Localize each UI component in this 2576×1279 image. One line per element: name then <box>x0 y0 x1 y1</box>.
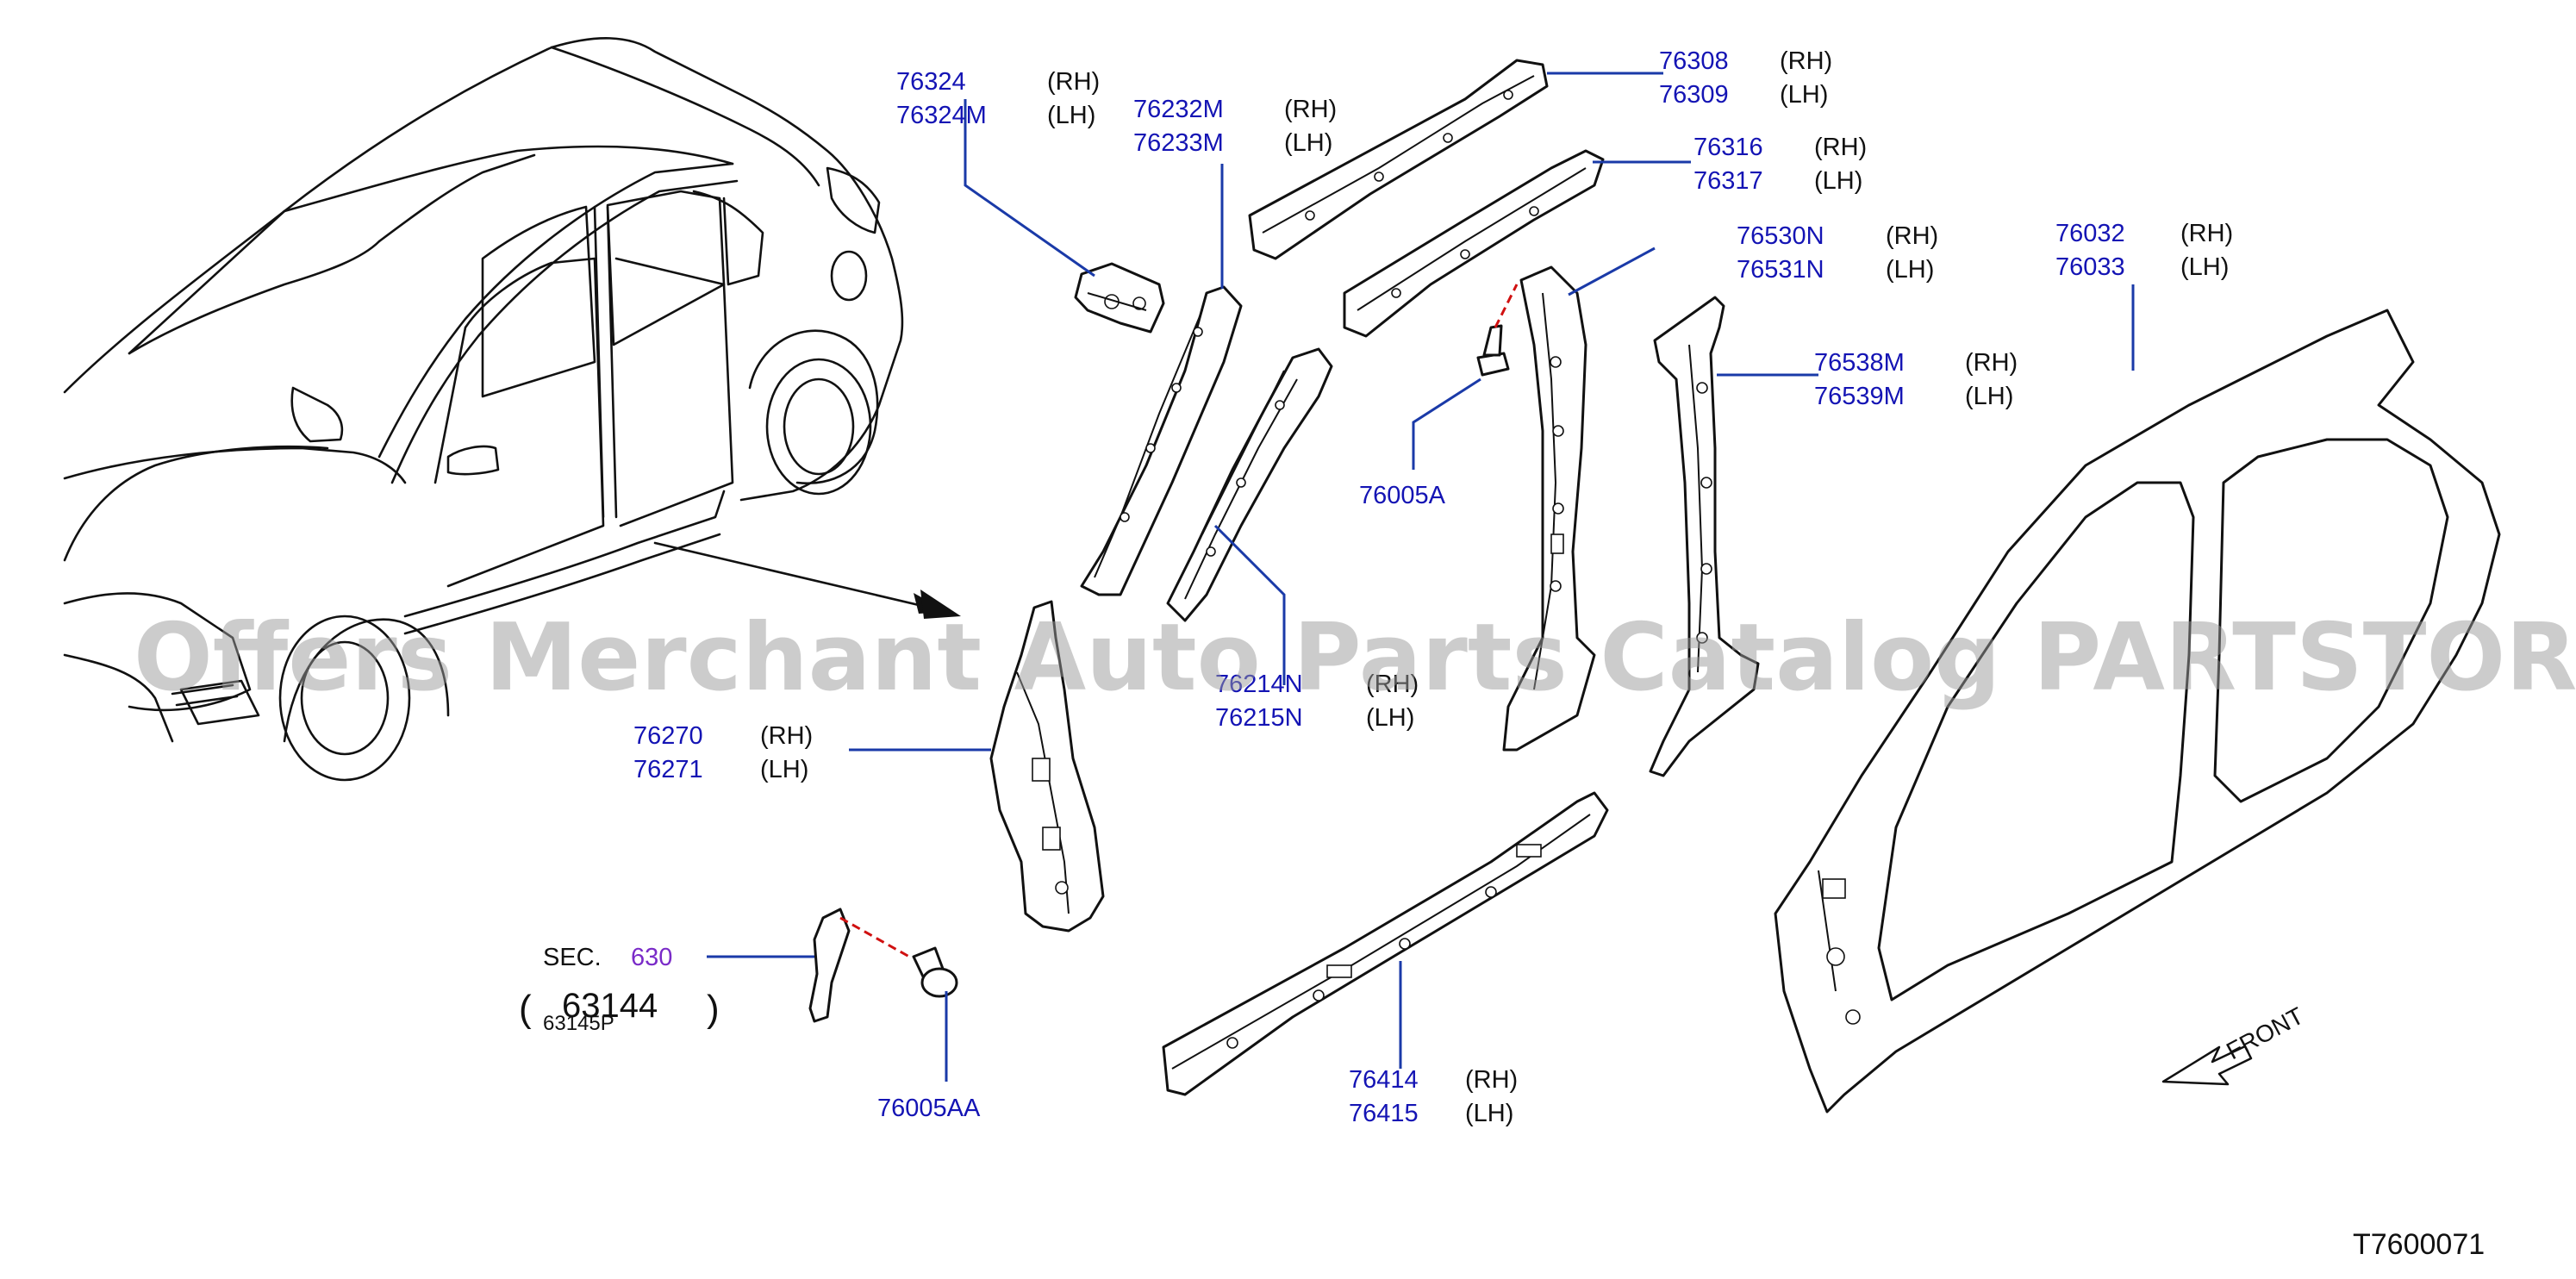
part-number-lh[interactable]: 76317 <box>1693 167 1763 195</box>
part-number-rh[interactable]: 76538M <box>1814 349 1905 377</box>
part-number-lh[interactable]: 76033 <box>2055 253 2125 281</box>
bolt-76005A[interactable] <box>1476 324 1510 377</box>
side-lh: (LH) <box>1814 167 1862 195</box>
callout-76214N: 76214N 76215N (RH) (LH) <box>1215 671 1419 732</box>
side-lh: (LH) <box>760 756 808 783</box>
callout-76316: 76316 76317 (RH) (LH) <box>1693 134 1867 195</box>
callout-76530N: 76530N 76531N (RH) (LH) <box>1737 222 1938 284</box>
side-lh: (LH) <box>1284 129 1332 157</box>
part-number-rh[interactable]: 76324 <box>896 68 966 96</box>
part-76032-body-side[interactable] <box>1774 309 2501 1114</box>
side-lh: (LH) <box>1465 1100 1513 1127</box>
paren-open: ( <box>519 988 532 1030</box>
part-number-lh[interactable]: 76415 <box>1349 1100 1419 1127</box>
part-76316-roof-rail-inner[interactable] <box>1343 149 1605 338</box>
front-indicator: FRONT <box>2161 1002 2308 1086</box>
side-rh: (RH) <box>1366 671 1419 698</box>
callout-76032: 76032 76033 (RH) (LH) <box>2055 220 2233 281</box>
part-number-63144: 63144 <box>562 987 658 1025</box>
callout-76324: 76324 76324M (RH) (LH) <box>896 68 1100 129</box>
side-rh: (RH) <box>1814 134 1867 161</box>
diagram-code: T7600071 <box>2353 1228 2485 1261</box>
part-number-rh[interactable]: 76308 <box>1659 47 1729 75</box>
part-76232M-pillar-inner[interactable] <box>1080 285 1243 596</box>
side-rh: (RH) <box>1780 47 1832 75</box>
section-reference: SEC. 630 ( 63144 63145P ) <box>519 944 720 1035</box>
part-number-lh[interactable]: 76215N <box>1215 704 1303 732</box>
part-number-rh[interactable]: 76032 <box>2055 220 2125 247</box>
part-number-lh[interactable]: 76233M <box>1133 129 1224 157</box>
part-76270-hinge-pillar[interactable] <box>989 600 1105 933</box>
front-label: FRONT <box>2222 1002 2308 1065</box>
part-number-rh[interactable]: 76232M <box>1133 96 1224 123</box>
paren-close: ) <box>707 988 720 1030</box>
bolt-76005AA[interactable] <box>912 946 958 998</box>
side-rh: (RH) <box>1465 1066 1518 1094</box>
part-number-lh[interactable]: 76309 <box>1659 81 1729 109</box>
callout-76414: 76414 76415 (RH) (LH) <box>1349 1066 1518 1127</box>
part-number-rh[interactable]: 76270 <box>633 722 703 750</box>
callout-76308: 76308 76309 (RH) (LH) <box>1659 47 1832 109</box>
part-76414-sill[interactable] <box>1162 791 1609 1096</box>
part-76214N-reinforcement[interactable] <box>1166 347 1333 622</box>
side-lh: (LH) <box>1047 102 1095 129</box>
part-number-rh[interactable]: 76214N <box>1215 671 1303 698</box>
side-lh: (LH) <box>1965 383 2013 410</box>
leader-lines <box>707 72 2135 1082</box>
part-76538M-b-pillar-inner[interactable] <box>1649 296 1760 777</box>
side-rh: (RH) <box>2180 220 2233 247</box>
front-arrow-icon <box>2161 1045 2253 1086</box>
side-rh: (RH) <box>1284 96 1337 123</box>
bracket-63144[interactable] <box>808 908 851 1023</box>
side-rh: (RH) <box>760 722 813 750</box>
side-lh: (LH) <box>1366 704 1414 732</box>
callout-76270: 76270 76271 (RH) (LH) <box>633 722 813 783</box>
side-rh: (RH) <box>1886 222 1938 250</box>
part-number-rh[interactable]: 76316 <box>1693 134 1763 161</box>
part-76530N-b-pillar[interactable] <box>1502 265 1596 752</box>
part-number-76005A[interactable]: 76005A <box>1359 482 1446 509</box>
watermark: Offers Merchant Auto Parts Catalog PARTS… <box>134 604 2576 712</box>
fastener-path-b-pillar <box>1494 284 1519 328</box>
part-number-63145P: 63145P <box>543 1012 614 1035</box>
part-number-rh[interactable]: 76414 <box>1349 1066 1419 1094</box>
side-lh: (LH) <box>1886 256 1934 284</box>
fastener-path-bracket <box>839 916 910 958</box>
side-rh: (RH) <box>1047 68 1100 96</box>
section-number-link[interactable]: 630 <box>631 944 672 971</box>
side-lh: (LH) <box>2180 253 2229 281</box>
part-number-lh[interactable]: 76539M <box>1814 383 1905 410</box>
callout-76538M: 76538M 76539M (RH) (LH) <box>1814 349 2018 410</box>
part-76324-gusset[interactable] <box>1074 262 1165 334</box>
part-number-lh[interactable]: 76324M <box>896 102 987 129</box>
part-76308-roof-rail[interactable] <box>1248 59 1549 260</box>
part-number-76005AA[interactable]: 76005AA <box>877 1095 981 1122</box>
vehicle-overview <box>63 37 961 782</box>
side-rh: (RH) <box>1965 349 2018 377</box>
section-label: SEC. <box>543 944 602 971</box>
side-lh: (LH) <box>1780 81 1828 109</box>
part-number-lh[interactable]: 76271 <box>633 756 703 783</box>
callout-76232M: 76232M 76233M (RH) (LH) <box>1133 96 1337 157</box>
part-number-lh[interactable]: 76531N <box>1737 256 1824 284</box>
part-number-rh[interactable]: 76530N <box>1737 222 1824 250</box>
